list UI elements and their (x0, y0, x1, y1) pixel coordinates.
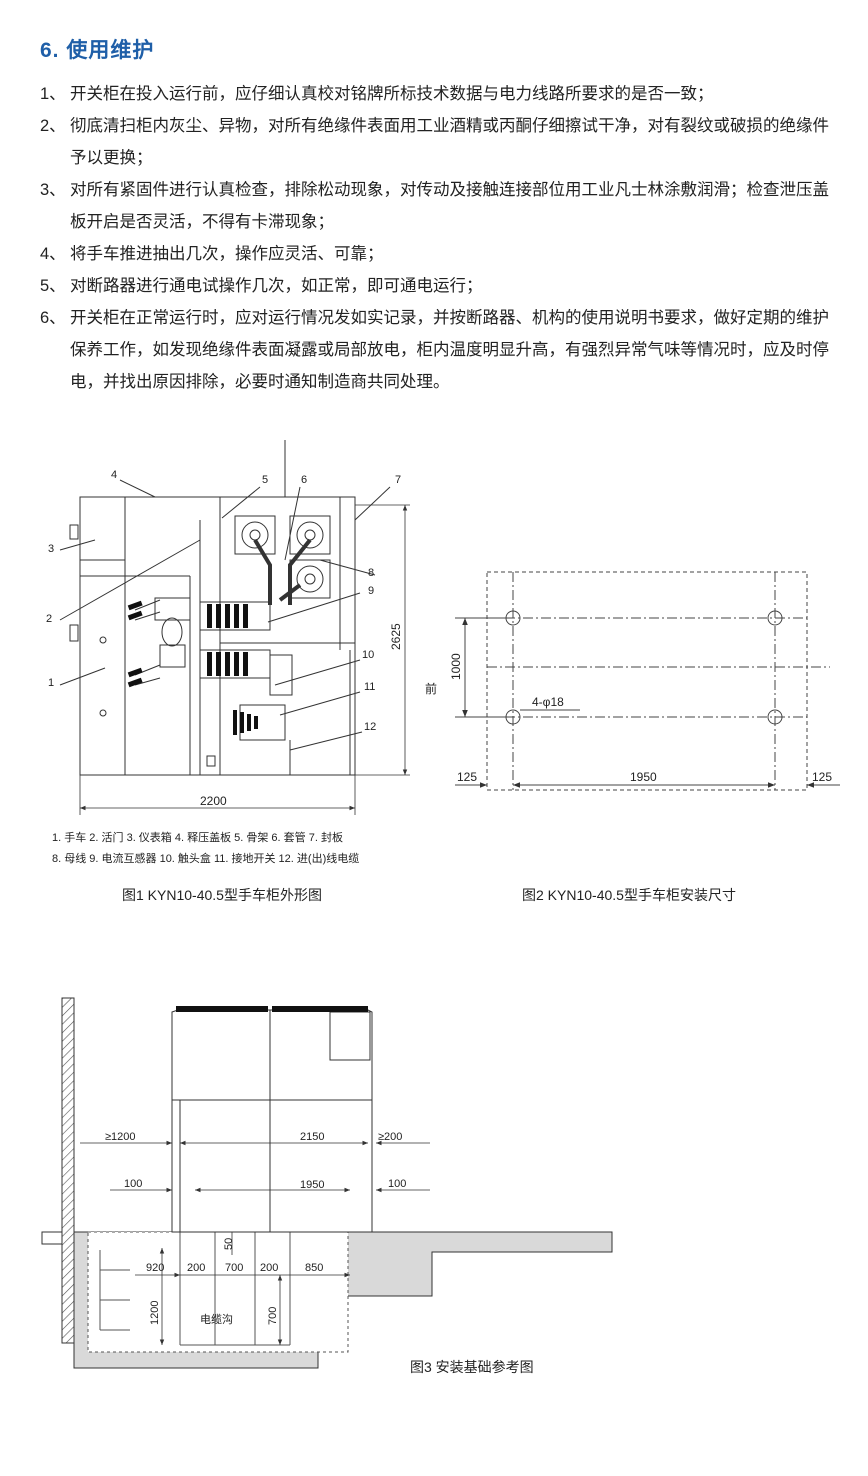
callout-label: 5 (262, 474, 268, 486)
fig2-left-margin: 125 (457, 770, 477, 784)
fig3-caption: 图3 安装基础参考图 (410, 1359, 534, 1375)
fig3-trench-step: 50 (223, 1238, 235, 1250)
fig3-seg-850: 850 (305, 1262, 323, 1274)
callout-label: 10 (362, 649, 374, 661)
fig3-cabinet-depth: 2150 (300, 1131, 324, 1143)
callout-label: 3 (48, 543, 54, 555)
fig1-caption: 图1 KYN10-40.5型手车柜外形图 (122, 887, 322, 903)
list-item: 6、开关柜在正常运行时，应对运行情况发如实记录，并按断路器、机构的使用说明书要求… (40, 309, 829, 391)
fig3-depth-700: 700 (267, 1307, 279, 1325)
fig3-depth-1200: 1200 (149, 1301, 161, 1325)
list-item: 3、对所有紧固件进行认真检查，排除松动现象，对传动及接触连接部位用工业凡士林涂敷… (40, 181, 829, 231)
fig3-dim-labels: ≥1200 2150 ≥200 100 1950 100 50 920 200 … (105, 1131, 406, 1326)
fig1-cabinet-drawing (69, 440, 356, 776)
list-item: 2、彻底清扫柜内灰尘、异物，对所有绝缘件表面用工业酒精或丙酮仔细擦试干净，对有裂… (40, 117, 829, 167)
fig3-seg-200b: 200 (260, 1262, 278, 1274)
fig1-dimensions (79, 504, 410, 815)
list-item: 5、对断路器进行通电试操作几次，如正常，即可通电运行； (40, 277, 483, 295)
maintenance-list: 1、开关柜在投入运行前，应仔细认真校对铭牌所标技术数据与电力线路所要求的是否一致… (40, 78, 840, 398)
fig2-foundation-plan (455, 571, 840, 791)
fig1-callout-labels: 1 2 3 4 5 6 7 8 9 10 11 12 (46, 469, 401, 733)
callout-label: 1 (48, 677, 54, 689)
fig2-depth-dim: 1000 (449, 653, 463, 680)
fig3-roof-black (176, 1006, 368, 1012)
list-item: 4、将手车推进抽出几次，操作应灵活、可靠； (40, 245, 384, 263)
callout-label: 9 (368, 585, 374, 597)
fig3-trench-label: 电缆沟 (200, 1313, 233, 1326)
fig3-seg-200a: 200 (187, 1262, 205, 1274)
section-title: 6. 使用维护 (40, 39, 155, 62)
fig3-seg-700: 700 (225, 1262, 243, 1274)
fig3-floor-foundation (73, 1231, 613, 1369)
fig3-left-offset: 100 (124, 1178, 142, 1190)
fig2-width-dim: 1950 (630, 770, 657, 784)
fig1-width-dim: 2200 (200, 794, 227, 808)
fig3-wall (41, 997, 75, 1344)
fig1-legend-line1: 1. 手车 2. 活门 3. 仪表箱 4. 释压盖板 5. 骨架 6. 套管 7… (52, 830, 343, 844)
fig2-hole-label: 4-φ18 (532, 695, 564, 709)
fig3-right-offset: 100 (388, 1178, 406, 1190)
fig2-right-margin: 125 (812, 770, 832, 784)
fig2-caption: 图2 KYN10-40.5型手车柜安装尺寸 (522, 887, 736, 903)
callout-label: 12 (364, 721, 376, 733)
callout-label: 6 (301, 474, 307, 486)
fig3-base-width: 1950 (300, 1179, 324, 1191)
fig1-legend-line2: 8. 母线 9. 电流互感器 10. 触头盒 11. 接地开关 12. 进(出)… (52, 851, 359, 865)
list-item: 1、开关柜在投入运行前，应仔细认真校对铭牌所标技术数据与电力线路所要求的是否一致… (40, 85, 714, 103)
fig3-dimensions (80, 1140, 430, 1345)
fig3-seg-920: 920 (146, 1262, 164, 1274)
fig1-height-dim: 2625 (389, 623, 403, 650)
fig3-rear-clearance: ≥200 (378, 1131, 402, 1143)
fig1-leader-lines (59, 479, 391, 751)
callout-label: 11 (364, 681, 375, 693)
fig3-front-clearance: ≥1200 (105, 1131, 136, 1143)
fig3-cabinet (171, 1009, 373, 1233)
callout-label: 2 (46, 613, 52, 625)
callout-label: 8 (368, 567, 374, 579)
callout-label: 4 (111, 469, 117, 481)
callout-label: 7 (395, 474, 401, 486)
fig2-front-label: 前 (425, 681, 437, 696)
fig1-black-elements (127, 600, 258, 735)
